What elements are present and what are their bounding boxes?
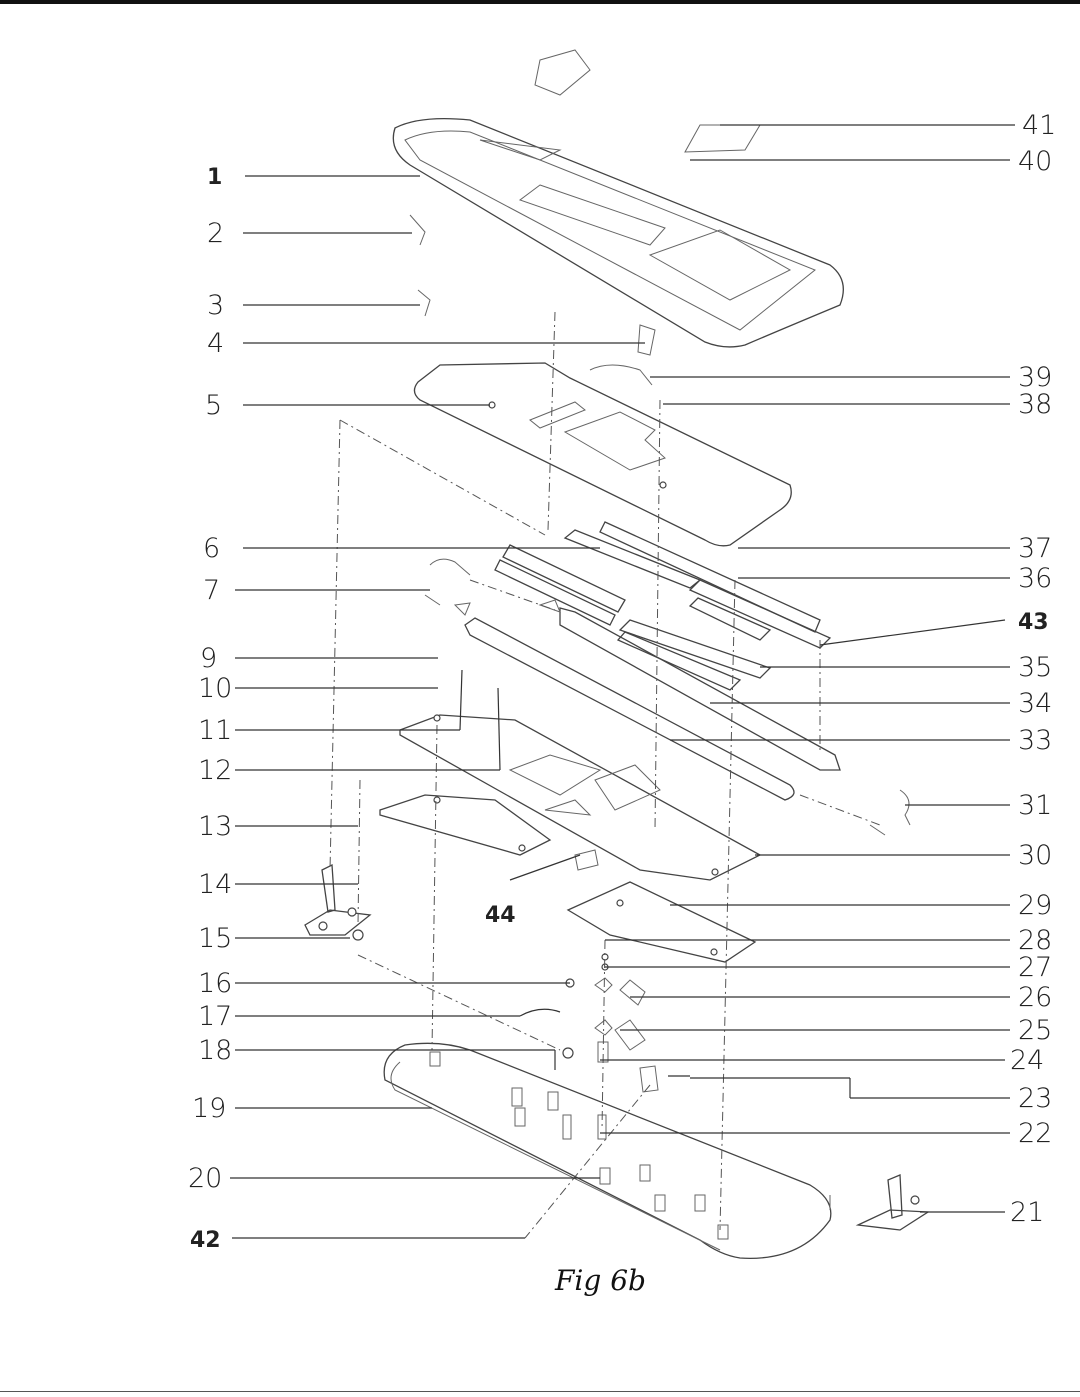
label-35: 35	[1018, 652, 1052, 683]
label-42: 42	[190, 1228, 221, 1253]
part-plate-30	[399, 714, 762, 881]
label-26: 26	[1018, 982, 1052, 1013]
label-41: 41	[1022, 110, 1056, 141]
label-36: 36	[1018, 563, 1052, 594]
label-39: 39	[1018, 362, 1052, 393]
part-base-plate	[383, 1042, 832, 1259]
label-21: 21	[1010, 1197, 1044, 1228]
label-25: 25	[1018, 1015, 1052, 1046]
label-22: 22	[1018, 1118, 1052, 1149]
part-plate-5	[413, 362, 792, 547]
label-44: 44	[485, 903, 516, 928]
label-24: 24	[1010, 1045, 1044, 1076]
label-1: 1	[207, 165, 222, 190]
label-5: 5	[205, 390, 222, 421]
label-34: 34	[1018, 688, 1052, 719]
bottom-border	[0, 1391, 1080, 1392]
label-43: 43	[1018, 610, 1049, 635]
label-18: 18	[198, 1035, 232, 1066]
label-30: 30	[1018, 840, 1052, 871]
label-23: 23	[1018, 1083, 1052, 1114]
label-14: 14	[198, 869, 232, 900]
label-12: 12	[198, 755, 232, 786]
label-38: 38	[1018, 389, 1052, 420]
part-rails	[494, 521, 832, 691]
label-2: 2	[207, 218, 224, 249]
label-11: 11	[198, 715, 232, 746]
label-27: 27	[1018, 952, 1052, 983]
figure-caption: Fig 6b	[554, 1264, 646, 1297]
leader-lines	[230, 124, 1015, 1239]
label-17: 17	[198, 1001, 232, 1032]
label-29: 29	[1018, 890, 1052, 921]
label-37: 37	[1018, 533, 1052, 564]
part-top-plate	[392, 49, 844, 386]
label-6: 6	[203, 533, 220, 564]
part-bracket-14	[304, 863, 372, 941]
label-3: 3	[207, 290, 224, 321]
part-plate-29	[566, 881, 757, 963]
label-31: 31	[1018, 790, 1052, 821]
part-small-plate-left	[379, 794, 599, 871]
label-4: 4	[207, 328, 224, 359]
alignment-lines	[329, 311, 881, 1239]
label-33: 33	[1018, 725, 1052, 756]
label-7: 7	[203, 575, 220, 606]
label-15: 15	[198, 923, 232, 954]
label-13: 13	[198, 811, 232, 842]
label-16: 16	[198, 968, 232, 999]
top-border	[0, 0, 1080, 4]
part-small-parts	[562, 953, 659, 1093]
label-19: 19	[192, 1093, 226, 1124]
label-20: 20	[188, 1163, 222, 1194]
label-40: 40	[1018, 146, 1052, 177]
label-28: 28	[1018, 925, 1052, 956]
labels-left: 1 2 3 4 5 6 7 9 10 11 12 13 14 15 16 17 …	[188, 165, 232, 1253]
part-bracket-21	[855, 1174, 931, 1231]
label-10: 10	[198, 673, 232, 704]
label-9: 9	[200, 643, 217, 674]
labels-right: 41 40 39 38 37 36 43 35 34 33 31 30 29 2…	[1010, 110, 1056, 1228]
